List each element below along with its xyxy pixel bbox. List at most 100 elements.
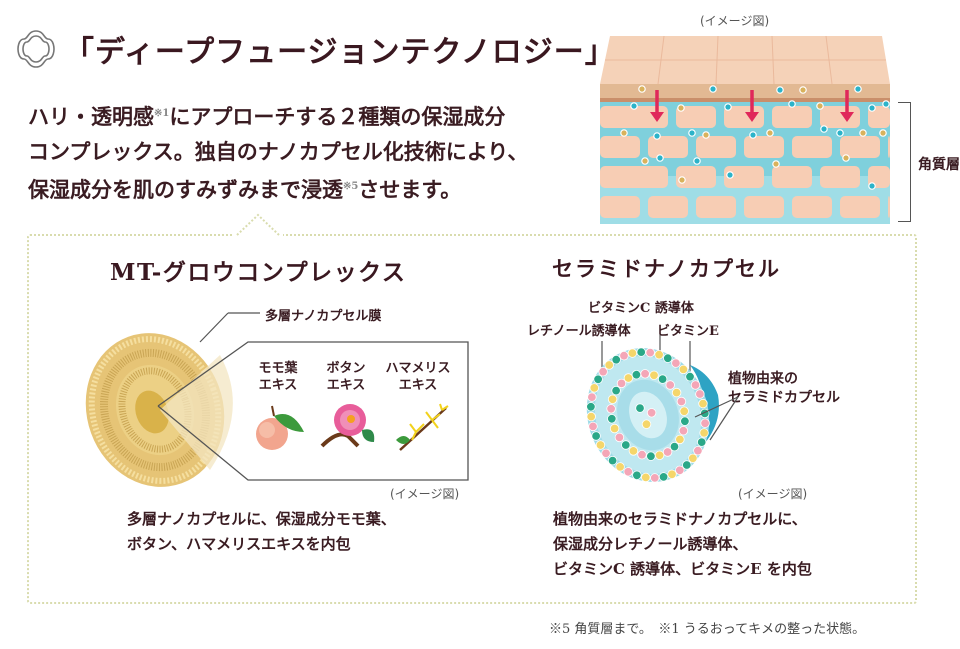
- vitamin-bead: [586, 402, 596, 412]
- panel-pointer: [233, 213, 283, 238]
- molecule-dot: [656, 154, 664, 162]
- description-line: ボタン、ハマメリスエキスを内包: [127, 535, 351, 553]
- vitamin-bead: [657, 374, 668, 384]
- vitamin-bead: [685, 372, 695, 382]
- footnote-marker: ※1: [154, 108, 170, 119]
- arrow-head: [745, 112, 759, 122]
- corneocyte: [868, 106, 890, 128]
- corneocyte: [840, 136, 880, 158]
- intro-text: させます。: [358, 177, 462, 202]
- detail-panel: [27, 234, 917, 604]
- molecule-dot: [879, 129, 887, 137]
- arrow-head: [650, 112, 664, 122]
- vitamin-bead: [632, 470, 642, 481]
- vitamin-bead: [616, 378, 627, 389]
- membrane-label: 多層ナノカプセル膜: [265, 309, 382, 324]
- molecule-dot: [788, 100, 796, 108]
- molecule-dot: [638, 85, 646, 93]
- vitamin-bead: [671, 387, 682, 398]
- vitamin-bead: [593, 374, 603, 385]
- intro-text: ハリ・透明感: [28, 104, 154, 129]
- molecule-dot: [726, 171, 734, 179]
- ceramide-capsule-diagram: [586, 335, 739, 483]
- vitamin-bead: [675, 434, 685, 445]
- vitamin-bead: [663, 353, 673, 363]
- molecule-dot: [630, 102, 638, 110]
- vitamin-bead: [669, 441, 680, 452]
- vitamin-bead: [595, 440, 606, 450]
- vitamin-bead: [650, 473, 660, 483]
- vitamin-bead: [696, 437, 707, 447]
- vitamin-bead: [623, 373, 634, 383]
- intro-paragraph: ハリ・透明感※1にアプローチする２種類の保湿成分 コンプレックス。独自のナノカプ…: [28, 96, 528, 207]
- peach-leaf-extract-label: モモ葉 エキス: [248, 360, 308, 394]
- corneocyte: [868, 166, 890, 188]
- corneocyte: [772, 166, 812, 188]
- molecule-dot: [693, 157, 701, 165]
- molecule-dot: [854, 85, 862, 93]
- vitamin-bead: [654, 350, 664, 360]
- vitamin-bead: [591, 431, 601, 441]
- vitamin-bead: [693, 445, 703, 456]
- vitamin-bead: [682, 460, 692, 470]
- vitamin-bead: [649, 370, 659, 381]
- vitamin-bead: [621, 440, 631, 450]
- corneocyte: [648, 136, 688, 158]
- witch-hazel-icon: [396, 403, 449, 451]
- vitamin-bead: [589, 383, 600, 393]
- molecule-dot: [882, 100, 890, 108]
- molecule-dot: [677, 104, 685, 112]
- peony-extract-label: ボタン エキス: [316, 360, 376, 394]
- vitamin-bead: [646, 408, 657, 418]
- corneocyte: [792, 196, 832, 218]
- vitamin-bead: [611, 385, 621, 396]
- extract-type: エキス: [326, 378, 366, 393]
- vitamin-bead: [695, 389, 705, 399]
- vitamin-bead: [678, 425, 689, 436]
- description-line: 保湿成分レチノール誘導体、: [553, 535, 748, 553]
- molecule-dot: [653, 132, 661, 140]
- corneocyte: [600, 196, 640, 218]
- vitamin-bead: [699, 428, 709, 438]
- molecule-dot: [772, 160, 780, 168]
- extract-name: モモ葉: [258, 361, 298, 376]
- molecule-dot: [842, 154, 850, 162]
- molecule-dot: [749, 131, 757, 139]
- vitamin-bead: [667, 469, 677, 480]
- intro-text: にアプローチする２種類の保湿成分: [169, 104, 506, 129]
- vitamin-bead: [587, 392, 597, 402]
- vitamin-bead: [609, 423, 620, 434]
- corneocyte: [724, 166, 764, 188]
- vitamin-bead: [658, 472, 669, 482]
- intro-line: 保湿成分を肌のすみずみまで浸透※5させます。: [28, 169, 528, 207]
- corneocyte: [744, 136, 784, 158]
- plant-ceramide-label: 植物由来の セラミドカプセル: [728, 370, 840, 408]
- mt-glow-image-caption: (イメージ図): [390, 487, 460, 501]
- molecule-dot: [766, 129, 774, 137]
- skin-layer-diagram: [600, 36, 890, 224]
- vitamin-bead: [636, 347, 646, 357]
- vitamin-bead: [627, 348, 638, 358]
- ceramide-description: 植物由来のセラミドナノカプセルに、 保湿成分レチノール誘導体、 ビタミンC 誘導…: [553, 507, 812, 582]
- description-line: ビタミンC 誘導体、ビタミンE を内包: [553, 560, 812, 578]
- title-text: 「ディープフュージョンテクノロジー」: [64, 35, 616, 70]
- vitamin-bead: [675, 465, 685, 476]
- molecule-dot: [702, 131, 710, 139]
- extract-type: エキス: [258, 378, 298, 393]
- corneocyte: [696, 136, 736, 158]
- stratum-bracket: [898, 102, 911, 222]
- vitamin-bead: [665, 380, 675, 390]
- corneocyte: [888, 136, 890, 158]
- skin-diagram-caption: (イメージ図): [700, 14, 770, 28]
- molecule-dot: [799, 86, 807, 94]
- page-title: 「ディープフュージョンテクノロジー」: [14, 27, 616, 71]
- vitamin-bead: [631, 370, 642, 380]
- vitamin-bead: [586, 411, 596, 422]
- description-line: 多層ナノカプセルに、保湿成分モモ葉、: [127, 510, 396, 528]
- molecule-dot: [724, 103, 732, 111]
- molecule-dot: [859, 129, 867, 137]
- vitamin-bead: [645, 347, 655, 358]
- corneocyte: [820, 166, 860, 188]
- vitamin-bead: [698, 398, 708, 409]
- peach-icon: [256, 405, 304, 450]
